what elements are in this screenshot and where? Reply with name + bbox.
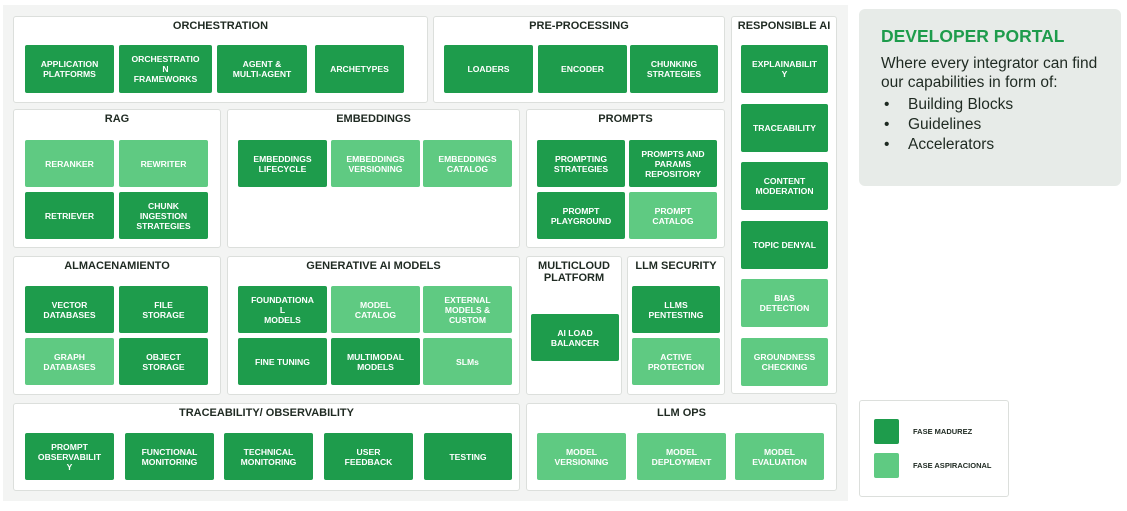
box-foundational-models[interactable]: FOUNDATIONA L MODELS — [238, 286, 327, 333]
bullet-icon: • — [884, 136, 890, 153]
box-embeddings-versioning[interactable]: EMBEDDINGS VERSIONING — [331, 140, 420, 187]
group-title: PROMPTS — [598, 113, 653, 125]
group-llm-security: LLM SECURITY LLMS PENTESTING ACTIVE PROT… — [627, 256, 725, 395]
group-title: MULTICLOUD PLATFORM — [538, 260, 610, 284]
box-prompt-catalog[interactable]: PROMPT CATALOG — [629, 192, 717, 239]
box-model-catalog[interactable]: MODEL CATALOG — [331, 286, 420, 333]
box-active-protection[interactable]: ACTIVE PROTECTION — [632, 338, 720, 385]
developer-portal-panel: DEVELOPER PORTAL Where every integrator … — [859, 9, 1121, 186]
portal-list: • Building Blocks • Guidelines • Accelerato… — [881, 95, 1099, 155]
group-rag: RAG RERANKER REWRITER RETRIEVER CHUNK IN… — [13, 109, 221, 248]
group-title: EMBEDDINGS — [336, 113, 411, 125]
group-llm-ops: LLM OPS MODEL VERSIONING MODEL DEPLOYMEN… — [526, 403, 837, 491]
box-user-feedback[interactable]: USER FEEDBACK — [324, 433, 413, 480]
portal-item-label: Guidelines — [908, 116, 982, 133]
portal-list-item: • Guidelines — [881, 115, 1099, 135]
portal-description: Where every integrator can find our capa… — [881, 55, 1098, 91]
portal-item-label: Building Blocks — [908, 96, 1014, 113]
box-file-storage[interactable]: FILE STORAGE — [119, 286, 208, 333]
box-object-storage[interactable]: OBJECT STORAGE — [119, 338, 208, 385]
box-prompt-observability[interactable]: PROMPT OBSERVABILIT Y — [25, 433, 114, 480]
group-almacenamiento: ALMACENAMIENTO VECTOR DATABASES FILE STO… — [13, 256, 221, 395]
box-archetypes[interactable]: ARCHETYPES — [315, 45, 404, 93]
group-multicloud-platform: MULTICLOUD PLATFORM AI LOAD BALANCER — [526, 256, 622, 395]
group-title: ALMACENAMIENTO — [64, 260, 170, 272]
portal-title: DEVELOPER PORTAL — [881, 26, 1065, 46]
portal-item-label: Accelerators — [908, 136, 995, 153]
box-chunking-strategies[interactable]: CHUNKING STRATEGIES — [630, 45, 718, 93]
box-agent-multi-agent[interactable]: AGENT & MULTI-AGENT — [217, 45, 307, 93]
box-fine-tuning[interactable]: FINE TUNING — [238, 338, 327, 385]
box-groundness-checking[interactable]: GROUNDNESS CHECKING — [741, 338, 828, 386]
box-model-deployment[interactable]: MODEL DEPLOYMENT — [637, 433, 726, 480]
box-application-platforms[interactable]: APPLICATION PLATFORMS — [25, 45, 114, 93]
box-model-versioning[interactable]: MODEL VERSIONING — [537, 433, 626, 480]
bullet-icon: • — [884, 96, 890, 113]
bullet-icon: • — [884, 116, 890, 133]
box-bias-detection[interactable]: BIAS DETECTION — [741, 279, 828, 327]
legend: FASE MADUREZ FASE ASPIRACIONAL — [859, 400, 1009, 497]
legend-swatch-mature — [874, 419, 899, 444]
box-prompting-strategies[interactable]: PROMPTING STRATEGIES — [537, 140, 625, 187]
group-title: ORCHESTRATION — [172, 20, 269, 32]
group-generative-ai-models: GENERATIVE AI MODELS FOUNDATIONA L MODEL… — [227, 256, 520, 395]
group-title: LLM SECURITY — [635, 260, 717, 272]
box-loaders[interactable]: LOADERS — [444, 45, 533, 93]
box-technical-monitoring[interactable]: TECHNICAL MONITORING — [224, 433, 313, 480]
box-prompts-params-repository[interactable]: PROMPTS AND PARAMS REPOSITORY — [629, 140, 717, 187]
box-slms[interactable]: SLMs — [423, 338, 512, 385]
legend-label-mature: FASE MADUREZ — [913, 427, 973, 436]
group-responsible-ai: RESPONSIBLE AI EXPLAINABILIT Y TRACEABIL… — [731, 16, 837, 394]
box-external-models-custom[interactable]: EXTERNAL MODELS & CUSTOM — [423, 286, 512, 333]
box-rewriter[interactable]: REWRITER — [119, 140, 208, 187]
group-prompts: PROMPTS PROMPTING STRATEGIES PROMPTS AND… — [526, 109, 725, 248]
group-embeddings: EMBEDDINGS EMBEDDINGS LIFECYCLE EMBEDDIN… — [227, 109, 520, 248]
box-reranker[interactable]: RERANKER — [25, 140, 114, 187]
box-functional-monitoring[interactable]: FUNCTIONAL MONITORING — [125, 433, 214, 480]
group-traceability-observability: TRACEABILITY/ OBSERVABILITY PROMPT OBSER… — [13, 403, 520, 491]
box-llms-pentesting[interactable]: LLMS PENTESTING — [632, 286, 720, 333]
legend-swatch-aspirational — [874, 453, 899, 478]
box-graph-databases[interactable]: GRAPH DATABASES — [25, 338, 114, 385]
box-topic-denyal[interactable]: TOPIC DENYAL — [741, 221, 828, 269]
box-explainability[interactable]: EXPLAINABILIT Y — [741, 45, 828, 93]
box-embeddings-lifecycle[interactable]: EMBEDDINGS LIFECYCLE — [238, 140, 327, 187]
group-preprocessing: PRE-PROCESSING LOADERS ENCODER CHUNKING … — [433, 16, 725, 103]
box-prompt-playground[interactable]: PROMPT PLAYGROUND — [537, 192, 625, 239]
box-testing[interactable]: TESTING — [424, 433, 512, 480]
box-retriever[interactable]: RETRIEVER — [25, 192, 114, 239]
box-multimodal-models[interactable]: MULTIMODAL MODELS — [331, 338, 420, 385]
group-title: TRACEABILITY/ OBSERVABILITY — [179, 407, 354, 419]
portal-list-item: • Building Blocks — [881, 95, 1099, 115]
group-orchestration: ORCHESTRATION APPLICATION PLATFORMS ORCH… — [13, 16, 428, 103]
group-title: GENERATIVE AI MODELS — [306, 260, 441, 272]
group-title: RAG — [104, 113, 130, 125]
portal-list-item: • Accelerators — [881, 135, 1099, 155]
box-ai-load-balancer[interactable]: AI LOAD BALANCER — [531, 314, 619, 361]
box-traceability[interactable]: TRACEABILITY — [741, 104, 828, 152]
box-encoder[interactable]: ENCODER — [538, 45, 627, 93]
box-orchestration-frameworks[interactable]: ORCHESTRATIO N FRAMEWORKS — [119, 45, 212, 93]
group-title: LLM OPS — [657, 407, 706, 419]
box-vector-databases[interactable]: VECTOR DATABASES — [25, 286, 114, 333]
box-model-evaluation[interactable]: MODEL EVALUATION — [735, 433, 824, 480]
group-title: PRE-PROCESSING — [529, 20, 629, 32]
box-embeddings-catalog[interactable]: EMBEDDINGS CATALOG — [423, 140, 512, 187]
group-title: RESPONSIBLE AI — [737, 20, 831, 32]
box-content-moderation[interactable]: CONTENT MODERATION — [741, 162, 828, 210]
architecture-canvas: ORCHESTRATION APPLICATION PLATFORMS ORCH… — [3, 5, 848, 501]
box-chunk-ingestion-strategies[interactable]: CHUNK INGESTION STRATEGIES — [119, 192, 208, 239]
legend-label-aspirational: FASE ASPIRACIONAL — [913, 461, 992, 470]
